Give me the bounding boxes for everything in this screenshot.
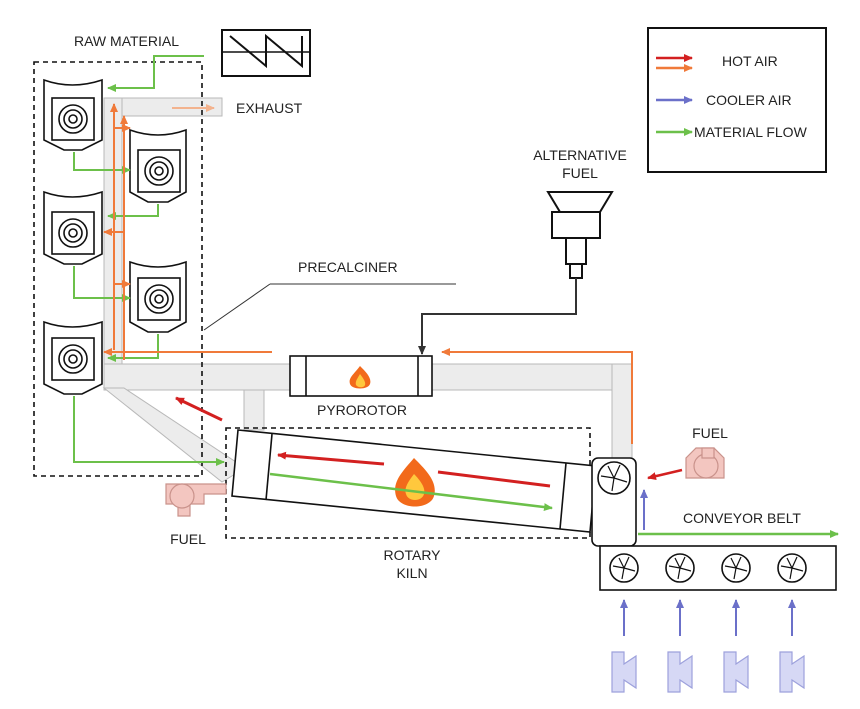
- flame-icon: [395, 458, 435, 507]
- alternative-fuel-label: ALTERNATIVE: [533, 147, 627, 163]
- kiln-material-flow-arrow: [269, 472, 553, 512]
- cooler-air-blowers: [611, 651, 805, 693]
- raw-material-label: RAW MATERIAL: [74, 33, 179, 49]
- cooler-riser-duct: [611, 363, 633, 461]
- fuel-right-arrow: [647, 468, 683, 481]
- alternative-fuel-hopper: [546, 191, 614, 279]
- pyrorotor-label: PYROROTOR: [317, 402, 407, 418]
- exhaust-label: EXHAUST: [236, 100, 303, 116]
- alternative-fuel-label: FUEL: [562, 165, 598, 181]
- conveyor-belt-label: CONVEYOR BELT: [683, 510, 801, 526]
- kiln-inlet-duct: [102, 387, 246, 483]
- cyclone-icon: [43, 190, 103, 265]
- fan-icon: [721, 553, 751, 583]
- cooler-air-arrows: [620, 599, 796, 636]
- rotary-kiln-label: ROTARY: [383, 547, 441, 563]
- precalciner-leader: [203, 283, 271, 331]
- zigzag-mill-icon: [221, 29, 311, 77]
- fan-icon: [597, 461, 631, 495]
- cyclone-icon: [43, 78, 103, 151]
- kiln-hot-air-arrow: [277, 451, 385, 466]
- fuel-left-label: FUEL: [170, 531, 206, 547]
- kiln-ring: [265, 433, 273, 501]
- precalciner-label: PRECALCINER: [298, 259, 398, 275]
- kiln-hot-air-line: [437, 470, 551, 488]
- kiln-exhaust-arrow: [175, 396, 223, 422]
- legend-hot-air-label: HOT AIR: [722, 53, 778, 69]
- fan-icon: [609, 553, 639, 583]
- cyclone-icon: [129, 128, 187, 203]
- fan-icon: [777, 553, 807, 583]
- preheater-tower-boundary: [33, 61, 203, 477]
- alternative-fuel-feed: [418, 278, 577, 355]
- legend-cooler-air-label: COOLER AIR: [706, 92, 792, 108]
- hot-air-lines: [103, 103, 633, 444]
- fuel-right-label: FUEL: [692, 425, 728, 441]
- cyclone-icon: [43, 320, 103, 395]
- fan-icon: [665, 553, 695, 583]
- kiln-ring: [559, 462, 567, 530]
- kiln-support-duct: [243, 389, 265, 431]
- fuel-blower-left: [165, 483, 227, 517]
- legend-material-flow-label: MATERIAL FLOW: [694, 124, 808, 140]
- flame-icon: [349, 366, 371, 389]
- rotary-kiln-label: KILN: [396, 565, 427, 581]
- legend: HOT AIR COOLER AIR MATERIAL FLOW: [647, 27, 827, 173]
- cyclone-icon: [129, 260, 187, 333]
- fuel-blower-right: [685, 447, 725, 479]
